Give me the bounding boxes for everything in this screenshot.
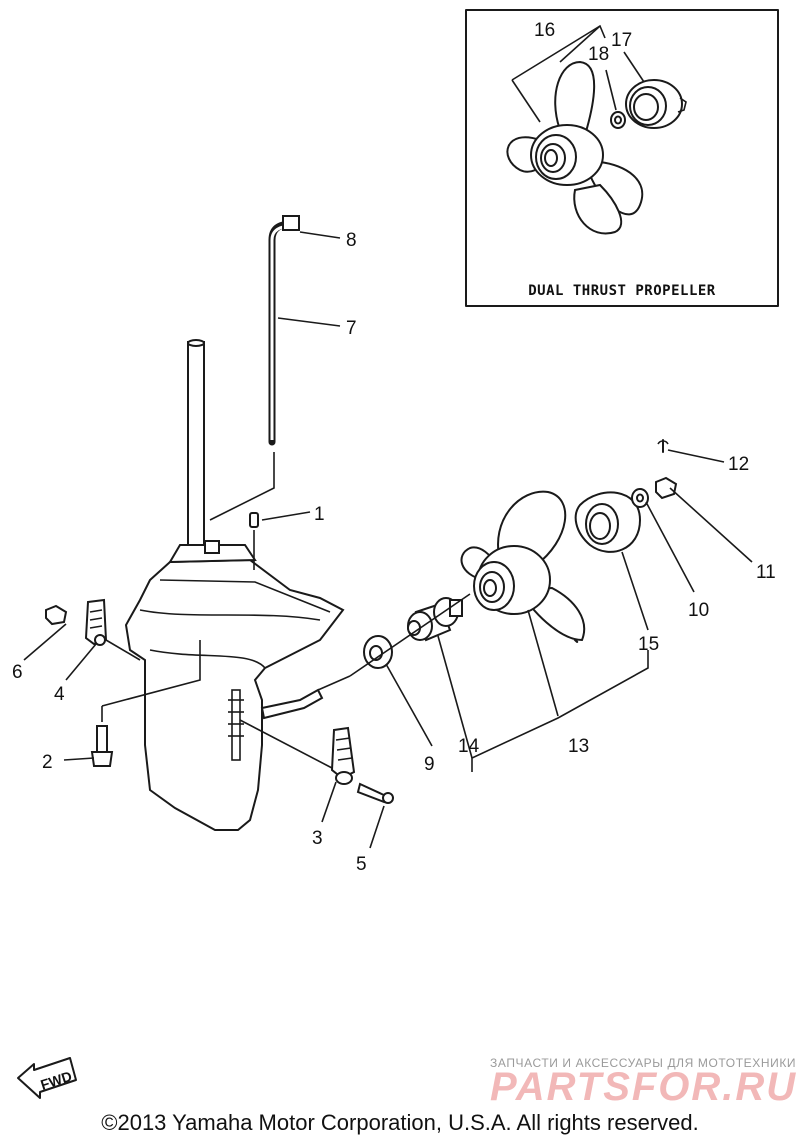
dual-thrust-propeller-inset: 16 18 17 DUAL THRUST PROPELLER (465, 9, 779, 307)
inset-callout-17: 17 (611, 30, 632, 51)
inset-frame (465, 9, 779, 307)
callout-4: 4 (54, 684, 65, 705)
grommet-8 (282, 215, 300, 231)
lower-casing-drawing (124, 339, 351, 831)
screw-5 (356, 782, 388, 804)
drive-shaft (187, 341, 205, 557)
inset-propeller-drawing (506, 60, 687, 235)
thrust-washer-drawing (363, 635, 393, 669)
inset-callout-18: 18 (588, 44, 609, 65)
callout-7: 7 (346, 318, 357, 339)
anode-left-drawing (45, 598, 141, 661)
callout-10: 10 (688, 600, 709, 621)
anode-right-drawing (239, 719, 394, 804)
shaft-axis-line (349, 593, 471, 677)
callout-2: 2 (42, 752, 53, 773)
bolt-2-drawing (90, 640, 201, 767)
watermark: ЗАПЧАСТИ И АКСЕССУАРЫ ДЛЯ МОТОТЕХНИКИ PA… (490, 1056, 797, 1109)
propeller-drawing (460, 490, 586, 643)
nut-11 (655, 476, 678, 500)
callout-8: 8 (346, 230, 357, 251)
washer-nut-pin-drawing (631, 439, 678, 508)
callout-9: 9 (424, 754, 435, 775)
callout-14: 14 (458, 736, 480, 757)
callout-1: 1 (314, 504, 325, 525)
callout-5: 5 (356, 854, 367, 875)
water-tube-drawing (209, 215, 300, 521)
copyright-notice: ©2013 Yamaha Motor Corporation, U.S.A. A… (101, 1110, 699, 1135)
callout-leader-lines (23, 231, 753, 849)
callout-15: 15 (638, 634, 659, 655)
inset-callout-16: 16 (534, 20, 555, 41)
watermark-tagline: ЗАПЧАСТИ И АКСЕССУАРЫ ДЛЯ МОТОТЕХНИКИ (490, 1056, 796, 1070)
callout-6: 6 (12, 662, 23, 683)
callout-12: 12 (728, 454, 749, 475)
fwd-direction-badge: FWD (17, 1057, 77, 1099)
callout-13: 13 (568, 736, 589, 757)
inset-caption: DUAL THRUST PROPELLER (528, 283, 716, 299)
watermark-brand: PARTSFOR.RU (490, 1065, 797, 1109)
dowel-pin (249, 512, 259, 528)
collar-drawing (574, 491, 642, 553)
callout-3: 3 (312, 828, 323, 849)
nut-6 (45, 604, 68, 626)
inset-leader-lines (511, 24, 645, 123)
callout-11: 11 (756, 562, 776, 583)
